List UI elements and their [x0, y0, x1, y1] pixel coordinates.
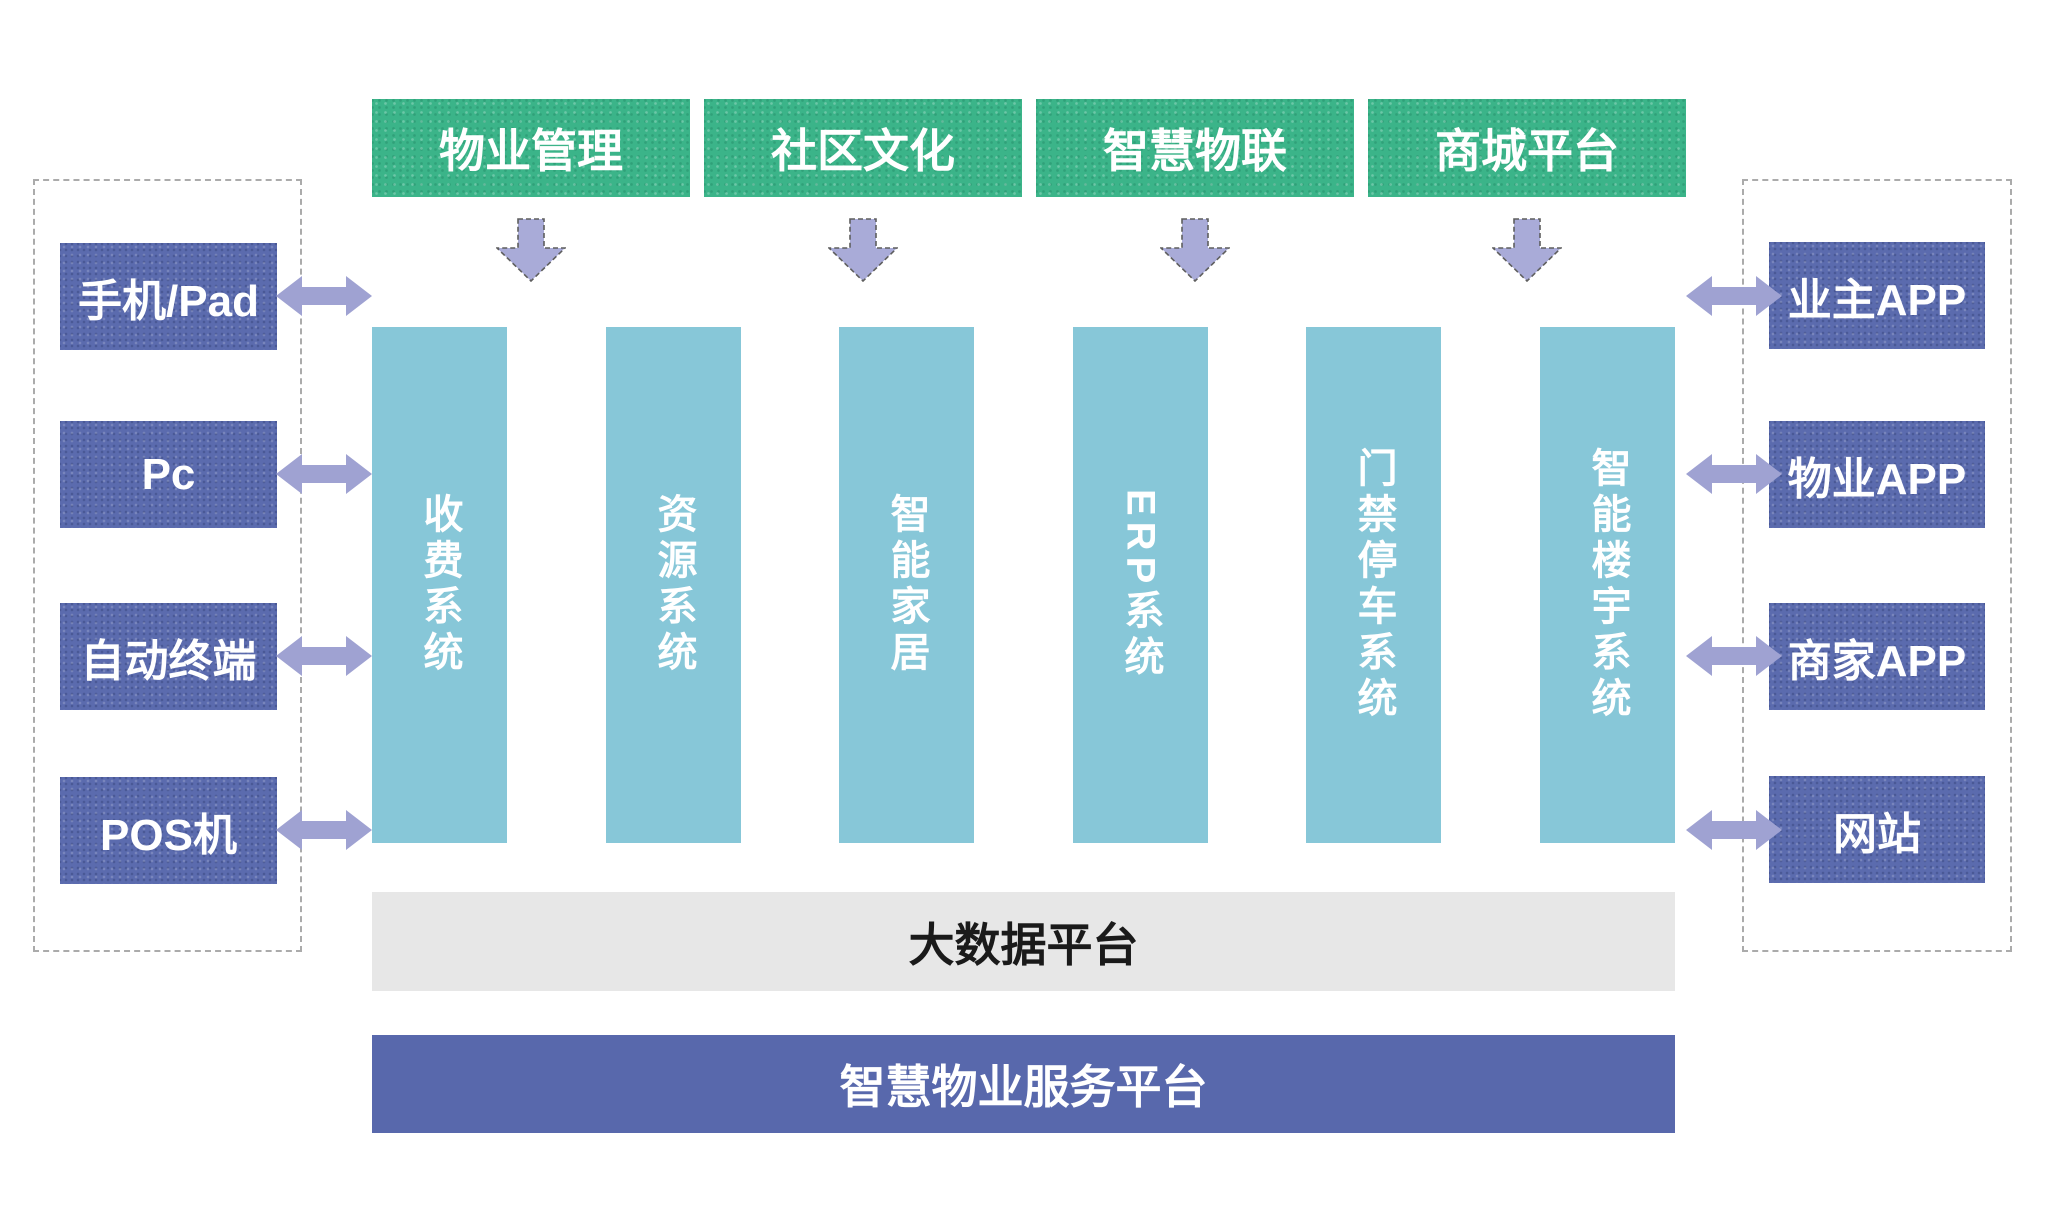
terminal-box-pos: POS机	[60, 777, 277, 884]
double-arrow-icon	[276, 636, 372, 676]
terminal-label: 自动终端	[80, 636, 257, 686]
system-column-billing: 收费系统	[372, 327, 507, 843]
terminal-box-pc: Pc	[60, 421, 277, 528]
module-box-mall-platform: 商城平台	[1368, 99, 1686, 197]
terminal-label: POS机	[100, 810, 237, 860]
double-arrow-icon	[1686, 454, 1782, 494]
terminal-label: Pc	[141, 449, 196, 499]
service-platform-label: 智慧物业服务平台	[839, 1061, 1208, 1113]
system-label: 门禁停车系统	[1351, 447, 1396, 723]
big-data-platform-bar: 大数据平台	[372, 892, 1675, 991]
down-arrow-icon	[1492, 218, 1562, 282]
system-label: ERP系统	[1118, 488, 1163, 682]
double-arrow-icon	[1686, 810, 1782, 850]
module-label: 商城平台	[1435, 125, 1619, 177]
system-label: 收费系统	[417, 493, 462, 677]
module-label: 社区文化	[771, 125, 955, 177]
system-label: 智能楼宇系统	[1585, 447, 1630, 723]
module-box-community-culture: 社区文化	[704, 99, 1022, 197]
down-arrow-icon	[1160, 218, 1230, 282]
terminal-box-owner-app: 业主APP	[1769, 242, 1985, 349]
down-arrow-icon	[828, 218, 898, 282]
terminal-box-mobile-pad: 手机/Pad	[60, 243, 277, 350]
service-platform-bar: 智慧物业服务平台	[372, 1035, 1675, 1133]
terminal-group-right	[1742, 179, 2012, 952]
double-arrow-icon	[276, 810, 372, 850]
terminal-label: 物业APP	[1787, 454, 1967, 504]
double-arrow-icon	[1686, 276, 1782, 316]
terminal-box-website: 网站	[1769, 776, 1985, 883]
terminal-box-property-app: 物业APP	[1769, 421, 1985, 528]
system-column-access-parking: 门禁停车系统	[1306, 327, 1441, 843]
system-column-smart-home: 智能家居	[839, 327, 974, 843]
system-column-smart-building: 智能楼宇系统	[1540, 327, 1675, 843]
down-arrow-icon	[496, 218, 566, 282]
double-arrow-icon	[276, 276, 372, 316]
terminal-box-merchant-app: 商家APP	[1769, 603, 1985, 710]
module-label: 物业管理	[439, 125, 623, 177]
terminal-label: 商家APP	[1787, 636, 1967, 686]
terminal-label: 手机/Pad	[78, 276, 259, 326]
terminal-label: 网站	[1833, 809, 1921, 859]
system-column-erp: ERP系统	[1073, 327, 1208, 843]
system-label: 智能家居	[884, 493, 929, 677]
module-label: 智慧物联	[1103, 125, 1287, 177]
terminal-box-auto-terminal: 自动终端	[60, 603, 277, 710]
big-data-platform-label: 大数据平台	[908, 918, 1139, 971]
terminal-label: 业主APP	[1787, 275, 1967, 325]
system-label: 资源系统	[651, 493, 696, 677]
double-arrow-icon	[1686, 636, 1782, 676]
terminal-group-left	[33, 179, 302, 952]
module-box-property-management: 物业管理	[372, 99, 690, 197]
double-arrow-icon	[276, 454, 372, 494]
module-box-smart-iot: 智慧物联	[1036, 99, 1354, 197]
system-column-resource: 资源系统	[606, 327, 741, 843]
